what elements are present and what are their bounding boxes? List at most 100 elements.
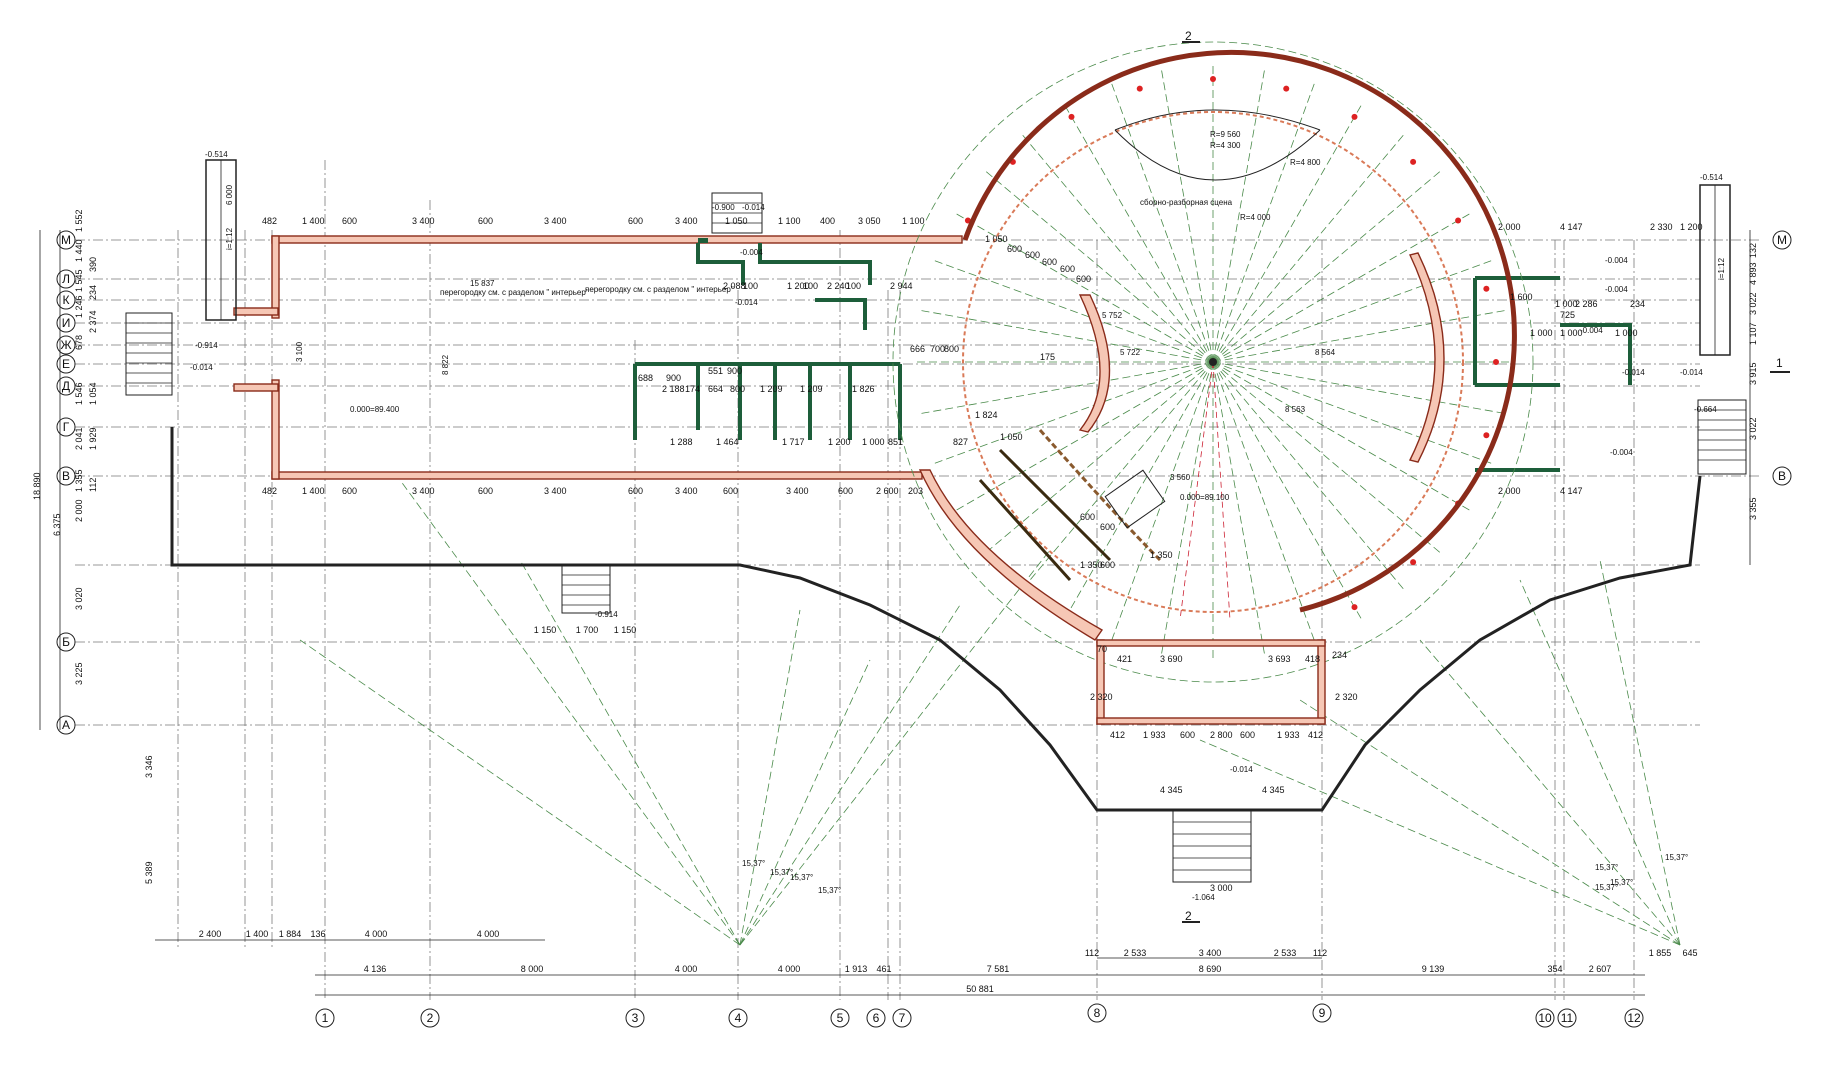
circular-hall	[892, 41, 1534, 683]
dim-lower: 136	[310, 929, 325, 939]
dim-room: 800	[730, 384, 745, 394]
dim-room: 2 944	[890, 281, 913, 291]
dim-top: 482	[262, 216, 277, 226]
dim-room: 900	[666, 373, 681, 383]
dim-arc: 1 824	[975, 410, 998, 420]
dim-right-tail: 1 855	[1649, 948, 1672, 958]
radial-ray	[1212, 361, 1407, 593]
dim-room: 1 717	[782, 437, 805, 447]
dim-room: 688	[638, 373, 653, 383]
dim-right-room: 2 286	[1575, 299, 1598, 309]
dim-top: 600	[628, 216, 643, 226]
dim-bottom: 4 136	[364, 964, 387, 974]
radial-ray	[982, 168, 1214, 363]
dim-annex: 3 690	[1160, 654, 1183, 664]
dim-room: 551	[708, 366, 723, 376]
dim-left: 234	[88, 285, 98, 300]
svg-text:Е: Е	[62, 357, 70, 371]
angle-label: 15,37°	[1595, 863, 1618, 872]
dim-arc: 600	[1042, 257, 1057, 267]
dim-right-room: 725	[1560, 310, 1575, 320]
row-axis-markers: М Л К И Ж Е Д Г В Б А М В	[56, 230, 1792, 735]
dim-bottom: 8 000	[521, 964, 544, 974]
stairs	[125, 192, 1747, 883]
dim-right: 3 915	[1748, 362, 1758, 385]
radial-ray	[930, 361, 1214, 465]
radial-ray	[1212, 361, 1474, 513]
dim-annex: 70	[1097, 644, 1107, 654]
dim-right: 1 107	[1748, 322, 1758, 345]
right-axis-В: В	[1772, 466, 1792, 486]
note-partition-1: перегородку см. с разделом " интерьер"	[440, 288, 589, 297]
note-stage: сборно-разборная сцена	[1140, 198, 1233, 207]
angle-label: 15,37°	[1610, 878, 1633, 887]
column-marker	[1483, 432, 1490, 439]
section-mark-2-top: 2	[1185, 29, 1192, 43]
structural-walls	[633, 243, 1632, 472]
radial-ray	[982, 361, 1214, 556]
row-axis-К: К	[56, 290, 76, 310]
dim-lower: 4 000	[477, 929, 500, 939]
level-mark: -0.514	[1700, 173, 1723, 182]
dim-mid: 2 600	[876, 486, 899, 496]
dim-overall: 50 881	[966, 984, 994, 994]
dim-room: 1 288	[670, 437, 693, 447]
dim-room: 1 200	[828, 437, 851, 447]
dim-annex: 4 345	[1262, 785, 1285, 795]
level-mark: -0.004	[740, 248, 763, 257]
level-mark: 0.000=89.100	[1180, 493, 1230, 502]
dim-stair: 1 700	[576, 625, 599, 635]
dim-top: 1 100	[902, 216, 925, 226]
dim-right: 3 022	[1748, 417, 1758, 440]
svg-text:8: 8	[1094, 1006, 1101, 1020]
radial-ray	[1212, 361, 1266, 658]
dim-left: 112	[88, 478, 98, 492]
svg-text:Л: Л	[62, 272, 70, 286]
radius-label: R=9 560	[1210, 130, 1241, 139]
dim-right: 132	[1748, 243, 1758, 258]
radial-ray	[1212, 211, 1474, 363]
dim-room: 666	[910, 344, 925, 354]
svg-text:А: А	[62, 718, 70, 732]
dim-annex: 421	[1117, 654, 1132, 664]
angle-label: 15,37°	[790, 873, 813, 882]
dim-top: 400	[820, 216, 835, 226]
level-mark: -0.004	[1610, 448, 1633, 457]
radial-ray	[1019, 131, 1214, 363]
dim-room: 1 209	[760, 384, 783, 394]
radial-ray	[1160, 66, 1214, 363]
svg-text:М: М	[1777, 233, 1787, 247]
radius-label: 8 564	[1315, 348, 1336, 357]
level-mark: -0.014	[1680, 368, 1703, 377]
level-mark: -0.014	[735, 298, 758, 307]
dim-left: 1 546	[74, 382, 84, 405]
dim-top: 3 400	[544, 216, 567, 226]
dim-right: 4 893	[1748, 262, 1758, 285]
dim-annex: 600	[1240, 730, 1255, 740]
radial-ray	[952, 361, 1214, 513]
radial-ray	[1212, 168, 1444, 363]
dim-lower: 4 000	[365, 929, 388, 939]
dim-arc: 600	[1080, 512, 1095, 522]
dim-annex: 3 000	[1210, 883, 1233, 893]
svg-text:5: 5	[837, 1011, 844, 1025]
section-mark-1-right: 1	[1776, 356, 1783, 370]
row-axis-Е: Е	[56, 354, 76, 374]
dim-top: 1 100	[778, 216, 801, 226]
dim-left: 2 000	[74, 499, 84, 522]
svg-text:И: И	[62, 316, 71, 330]
dim-room: 700	[930, 344, 945, 354]
dim-annex: 2 320	[1090, 692, 1113, 702]
dim-left: 1 440	[74, 239, 84, 262]
dim-arc: 1 350	[1150, 550, 1173, 560]
svg-text:11: 11	[1561, 1011, 1574, 1025]
dim-room: 900	[727, 366, 742, 376]
dim-room: 1 464	[716, 437, 739, 447]
dim-top: 3 400	[675, 216, 698, 226]
col-axis-12: 12	[1624, 1008, 1644, 1028]
svg-text:Д: Д	[62, 379, 70, 393]
